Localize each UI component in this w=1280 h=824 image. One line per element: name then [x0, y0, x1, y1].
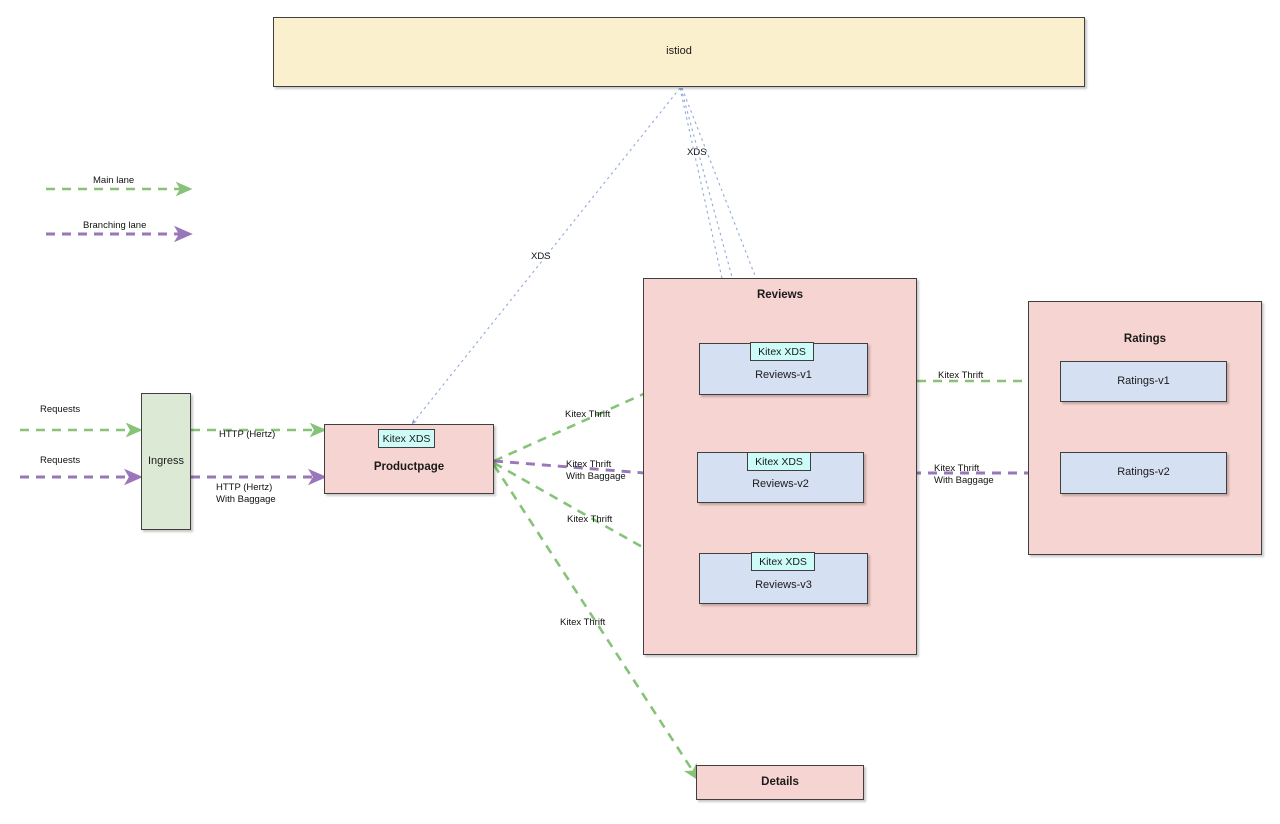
- legend-branching-lane-label: Branching lane: [83, 220, 147, 231]
- badge-kitex-xds-reviews-v3[interactable]: Kitex XDS: [751, 552, 815, 571]
- node-productpage-label: Productpage: [373, 460, 445, 473]
- edge-label-kitex-thrift-reviews-v3: Kitex Thrift: [567, 514, 613, 525]
- badge-kitex-xds-productpage-label: Kitex XDS: [382, 432, 431, 445]
- edge-label-kitex-thrift-baggage-reviews-v2-line1: Kitex Thrift: [566, 459, 612, 470]
- badge-kitex-xds-reviews-v2-label: Kitex XDS: [755, 455, 803, 468]
- legend-main-lane-label: Main lane: [93, 175, 135, 186]
- edge-label-kitex-thrift-ratings-v1: Kitex Thrift: [938, 370, 984, 381]
- node-details[interactable]: Details: [696, 765, 864, 800]
- edge-label-kitex-thrift-reviews-v1: Kitex Thrift: [565, 409, 611, 420]
- group-ratings[interactable]: Ratings: [1028, 301, 1262, 555]
- node-ingress-label: Ingress: [147, 454, 185, 467]
- node-reviews-v1[interactable]: Reviews-v1: [699, 343, 868, 395]
- badge-kitex-xds-reviews-v3-label: Kitex XDS: [759, 555, 807, 568]
- node-istiod[interactable]: istiod: [273, 17, 1085, 87]
- edge-label-kitex-thrift-details: Kitex Thrift: [560, 617, 606, 628]
- edge-label-http-hertz-baggage-line2: With Baggage: [216, 494, 276, 506]
- node-details-label: Details: [761, 776, 799, 789]
- node-istiod-label: istiod: [666, 45, 692, 58]
- edge-label-kitex-thrift-baggage-ratings-v2-line1: Kitex Thrift: [934, 463, 980, 474]
- edge-label-xds-reviews: XDS: [687, 147, 707, 158]
- edge-label-http-hertz-baggage-line1: HTTP (Hertz): [216, 482, 273, 493]
- node-reviews-v2-label: Reviews-v2: [752, 477, 809, 490]
- edge-label-kitex-thrift-baggage-reviews-v2: Kitex Thrift With Baggage: [566, 459, 626, 483]
- badge-kitex-xds-reviews-v2[interactable]: Kitex XDS: [747, 452, 811, 471]
- node-ingress[interactable]: Ingress: [141, 393, 191, 530]
- edge-label-xds-productpage: XDS: [531, 251, 551, 262]
- node-ratings-v2-label: Ratings-v2: [1117, 466, 1170, 479]
- node-reviews-v3-label: Reviews-v3: [755, 578, 812, 591]
- node-ratings-v2[interactable]: Ratings-v2: [1060, 452, 1227, 494]
- node-ratings-v1[interactable]: Ratings-v1: [1060, 361, 1227, 402]
- group-ratings-label: Ratings: [1123, 333, 1167, 345]
- edge-label-http-hertz: HTTP (Hertz): [219, 429, 276, 440]
- group-reviews-label: Reviews: [756, 289, 804, 301]
- node-ratings-v1-label: Ratings-v1: [1117, 374, 1170, 387]
- edge-label-requests-branching: Requests: [40, 455, 81, 466]
- edge-label-kitex-thrift-baggage-ratings-v2-line2: With Baggage: [934, 475, 994, 487]
- badge-kitex-xds-reviews-v1[interactable]: Kitex XDS: [750, 342, 814, 361]
- node-reviews-v1-label: Reviews-v1: [755, 369, 812, 382]
- badge-kitex-xds-reviews-v1-label: Kitex XDS: [758, 345, 806, 358]
- badge-kitex-xds-productpage[interactable]: Kitex XDS: [378, 429, 435, 448]
- edge-label-kitex-thrift-baggage-reviews-v2-line2: With Baggage: [566, 471, 626, 483]
- node-reviews-v3[interactable]: Reviews-v3: [699, 553, 868, 604]
- edge-label-kitex-thrift-baggage-ratings-v2: Kitex Thrift With Baggage: [934, 463, 994, 487]
- edge-label-http-hertz-baggage: HTTP (Hertz) With Baggage: [216, 482, 276, 506]
- edge-label-requests-main: Requests: [40, 404, 81, 415]
